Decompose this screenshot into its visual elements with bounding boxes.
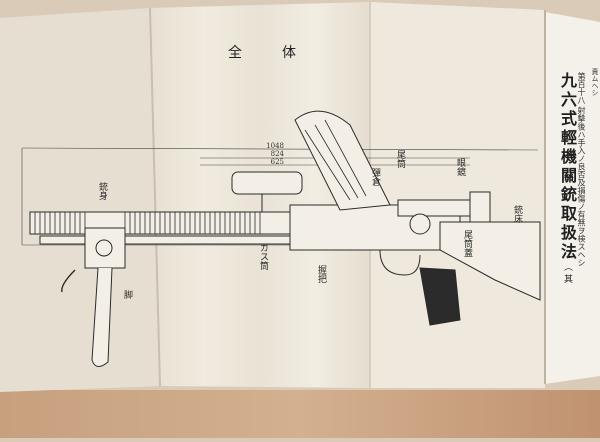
side-page-heading-suffix: （其 xyxy=(562,262,572,286)
dimension-label: 1048 824 625 xyxy=(258,142,284,166)
diagram-title: 全体 xyxy=(228,45,336,61)
side-page-top-note: 責ムヘシ xyxy=(590,68,600,96)
right-diagram-page xyxy=(370,2,545,388)
fold-line xyxy=(149,7,161,387)
note-item: 責ムヘシ xyxy=(591,68,599,96)
label-magazine: 彈倉 xyxy=(370,168,380,186)
label-grip: 握把 xyxy=(316,265,326,283)
label-rear-sight: 尾筒 xyxy=(395,150,405,168)
label-scope: 眼鏡 xyxy=(455,158,465,176)
left-page xyxy=(0,8,160,392)
side-page-notes: 第百十八 射撃後ハ手入ノ良否及損傷ノ有無ヲ検スヘシ xyxy=(576,72,587,267)
text-page xyxy=(545,12,600,384)
side-page-heading: 九六式輕機關銃取扱法（其 xyxy=(555,72,579,286)
side-page-heading-text: 九六式輕機關銃取扱法 xyxy=(558,72,577,262)
machine-gun-drawing xyxy=(29,110,541,367)
cooling-fins xyxy=(34,212,261,234)
center-page xyxy=(150,2,370,388)
dimension-value: 1048 xyxy=(266,142,284,150)
label-stock: 銃床 xyxy=(512,205,522,223)
label-receiver-cover: 尾筒蓋 xyxy=(462,230,472,257)
label-bipod: 脚 xyxy=(122,290,132,299)
table-surface xyxy=(0,390,600,438)
label-gas-cylinder: ガス筒 xyxy=(258,243,268,270)
dimension-value: 625 xyxy=(270,158,284,166)
note-item: 射撃後ハ手入ノ良否及損傷ノ有無ヲ検スヘシ xyxy=(577,106,586,267)
note-item: 第百十八 xyxy=(577,72,586,104)
dimension-value: 824 xyxy=(270,150,284,158)
label-barrel: 銃身 xyxy=(97,182,107,200)
